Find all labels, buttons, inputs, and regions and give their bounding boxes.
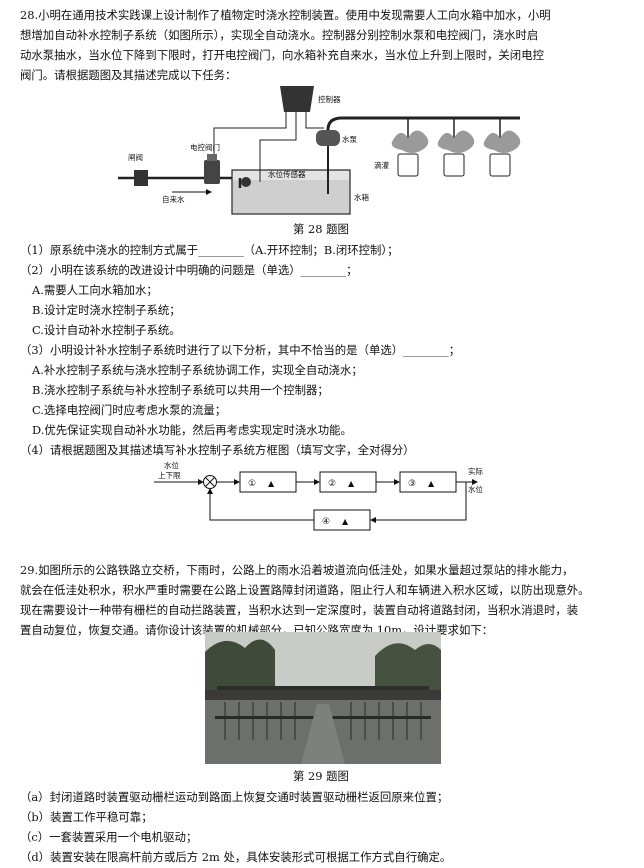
block-mark: ▲ [428, 479, 435, 488]
q29-requirement: （c）一套装置采用一个电机驱动； [20, 830, 198, 844]
output-label: 实际 [468, 466, 483, 476]
plant-pot-icon [391, 118, 429, 177]
block-mark: ▲ [342, 517, 349, 526]
plant-pot-icon [483, 118, 521, 177]
sensor-label: 水位传感器 [268, 169, 306, 179]
q29-intro-line: 就会在低洼处积水，积水严重时需要在公路上设置路障封闭道路，阻止行人和车辆进入积水… [20, 583, 590, 597]
output-label: 水位 [468, 484, 483, 494]
block-mark: ▲ [268, 479, 275, 488]
e-valve-label: 电控阀门 [190, 142, 220, 152]
gate-valve-icon [134, 170, 148, 186]
q28-option: C.设计自动补水控制子系统。 [32, 323, 181, 337]
q28-item: （4）请根据题图及其描述填写补水控制子系统方框图（填写文字，全对得分） [20, 443, 415, 457]
q28-item: （1）原系统中浇水的控制方式属于________（A.开环控制；B.闭环控制）； [20, 243, 399, 257]
tank-label: 水箱 [354, 192, 369, 202]
block-number: ④ [322, 517, 330, 527]
q29-requirement: （d）装置安装在限高杆前方或后方 2m 处，具体安装形式可根据工作方式自行确定。 [20, 850, 452, 864]
q28-option: D.优先保证实现自动补水功能，然后再考虑实现定时浇水功能。 [32, 423, 352, 437]
drip-label: 滴灌 [374, 160, 389, 170]
q28-intro-line: 动水泵抽水，当水位下降到下限时，打开电控阀门，向水箱补充自来水，当水位上升到上限… [20, 48, 544, 62]
q28-option: B.设计定时浇水控制子系统； [32, 303, 181, 317]
q28-figure-caption: 第 28 题图 [293, 222, 349, 236]
pump-label: 水泵 [342, 134, 357, 144]
q29-requirement: （a）封闭道路时装置驱动栅栏运动到路面上恢复交通时装置驱动栅栏返回原来位置； [20, 790, 449, 804]
q28-figure: 闸阀 电控阀门 自来水 水位传感器 水箱 控制器 水泵 滴灌 [118, 86, 521, 215]
valve-label: 闸阀 [128, 153, 143, 162]
q28-option: C.选择电控阀门时应考虑水泵的流量； [32, 403, 227, 417]
barrier-photo [205, 632, 441, 764]
block-number: ③ [408, 479, 416, 489]
q28-item: （3）小明设计补水控制子系统时进行了以下分析，其中不恰当的是（单选）______… [20, 343, 461, 357]
tap-label: 自来水 [162, 194, 185, 204]
input-label: 水位 [164, 460, 179, 470]
block-number: ② [328, 479, 336, 489]
q29-intro-line: 现在需要设计一种带有栅栏的自动拦路装置，当积水达到一定深度时，装置自动将道路封闭… [20, 603, 579, 617]
pump-icon [316, 130, 340, 146]
q29-requirement: （b）装置工作平稳可靠； [20, 810, 153, 824]
plant-pot-icon [437, 118, 475, 177]
controller-label: 控制器 [318, 94, 341, 104]
block-mark: ▲ [348, 479, 355, 488]
input-label: 上下限 [158, 471, 181, 480]
q28-intro-line: 想增加自动补水控制子系统（如图所示），实现全自动浇水。控制器分别控制水泵和电控阀… [20, 28, 539, 42]
electric-valve-icon [204, 160, 220, 184]
q28-option: A.补水控制子系统与浇水控制子系统协调工作，实现全自动浇水； [32, 363, 363, 377]
block-diagram: 水位 上下限 ① ▲ ② ▲ ③ ▲ 实际 水位 ④ ▲ [154, 460, 483, 531]
q28-intro-line: 28.小明在通用技术实践课上设计制作了植物定时浇水控制装置。使用中发现需要人工向… [20, 8, 551, 22]
block-number: ① [248, 479, 256, 489]
controller-icon [280, 86, 314, 112]
q28-option: B.浇水控制子系统与补水控制子系统可以共用一个控制器； [32, 383, 329, 397]
q29-intro-line: 29.如图所示的公路铁路立交桥，下雨时，公路上的雨水沿着坡道流向低洼处，如果水量… [20, 563, 574, 577]
q29-figure-caption: 第 29 题图 [293, 769, 349, 783]
q28-intro-line: 阀门。请根据题图及其描述完成以下任务： [20, 68, 237, 82]
q28-option: A.需要人工向水箱加水； [32, 283, 158, 297]
q28-item: （2）小明在该系统的改进设计中明确的问题是（单选）________； [20, 263, 358, 277]
